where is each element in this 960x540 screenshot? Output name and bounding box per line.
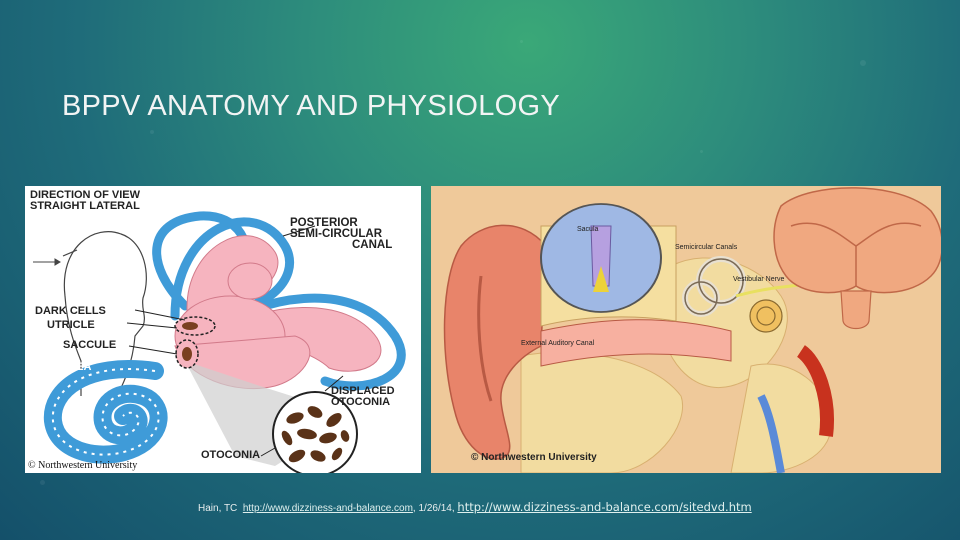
ear-canal-icon xyxy=(540,319,732,367)
bokeh-dot xyxy=(520,40,523,43)
citation-link-2[interactable]: http://www.dizziness-and-balance.com/sit… xyxy=(457,500,752,514)
citation-date: , 1/26/14, xyxy=(412,503,458,514)
saccule-icon xyxy=(175,339,199,369)
sacculus-inset-icon xyxy=(540,203,662,313)
label-cochlea: COCHLEA xyxy=(37,361,92,373)
citation-link-1[interactable]: http://www.dizziness-and-balance.com xyxy=(242,503,413,514)
label-direction-line1: DIRECTION OF VIEW xyxy=(30,189,140,201)
membranous-labyrinth-icon xyxy=(174,235,382,390)
bokeh-dot xyxy=(700,150,703,153)
view-arrow-icon xyxy=(33,258,61,266)
label-external-canal: External Auditory Canal xyxy=(521,340,595,347)
citation-line: Hain, TC http://www.dizziness-and-balanc… xyxy=(198,500,752,514)
label-posterior-line3: CANAL xyxy=(352,239,393,251)
label-saccule: SACCULE xyxy=(63,339,117,351)
utricle-icon xyxy=(174,316,216,336)
inner-ear-diagram-graphic xyxy=(33,211,406,473)
right-copyright: © Northwestern University xyxy=(471,452,597,463)
bokeh-dot xyxy=(150,130,154,134)
label-vestibular-nerve: Vestibular Nerve xyxy=(733,276,785,283)
label-posterior-line2: SEMI-CIRCULAR xyxy=(290,228,382,240)
inner-ear-diagram: DIRECTION OF VIEW STRAIGHT LATERAL POSTE… xyxy=(25,186,421,473)
otoconia-circle-icon xyxy=(272,391,358,473)
label-direction-of-view: DIRECTION OF VIEW STRAIGHT LATERAL xyxy=(30,190,140,212)
leader-lines xyxy=(126,225,344,457)
left-copyright: © Northwestern University xyxy=(28,460,138,471)
label-displaced-line2: OTOCONIA xyxy=(331,396,391,408)
citation-author: Hain, TC xyxy=(198,503,238,514)
slide-title: BPPV ANATOMY AND PHYSIOLOGY xyxy=(62,90,561,122)
outer-ear-icon xyxy=(443,224,547,460)
head-outline-icon xyxy=(62,231,147,397)
ear-cross-section-graphic xyxy=(443,187,941,473)
label-dark-cells: DARK CELLS xyxy=(35,305,106,317)
bokeh-dot xyxy=(860,60,866,66)
bokeh-dot xyxy=(40,480,45,485)
label-semicircular-canals: Semicircular Canals xyxy=(675,244,738,251)
cochlea-icon xyxy=(43,360,168,464)
blood-vessels-icon xyxy=(757,345,834,473)
label-posterior-canal: POSTERIOR SEMI-CIRCULAR CANAL xyxy=(290,217,393,251)
small-cochlea-icon xyxy=(749,299,783,333)
label-displaced-otoconia: DISPLACED OTOCONIA xyxy=(331,386,395,408)
label-displaced-line1: DISPLACED xyxy=(331,385,395,397)
label-direction-line2: STRAIGHT LATERAL xyxy=(30,200,140,212)
label-utricle: UTRICLE xyxy=(47,319,95,331)
label-otoconia: OTOCONIA xyxy=(201,449,261,461)
brain-section-icon xyxy=(773,187,941,330)
label-posterior-line1: POSTERIOR xyxy=(290,217,358,229)
label-sacculus: Sacula xyxy=(577,226,599,233)
ear-cross-section-illustration: Sacula Semicircular Canals Vestibular Ne… xyxy=(431,186,941,473)
